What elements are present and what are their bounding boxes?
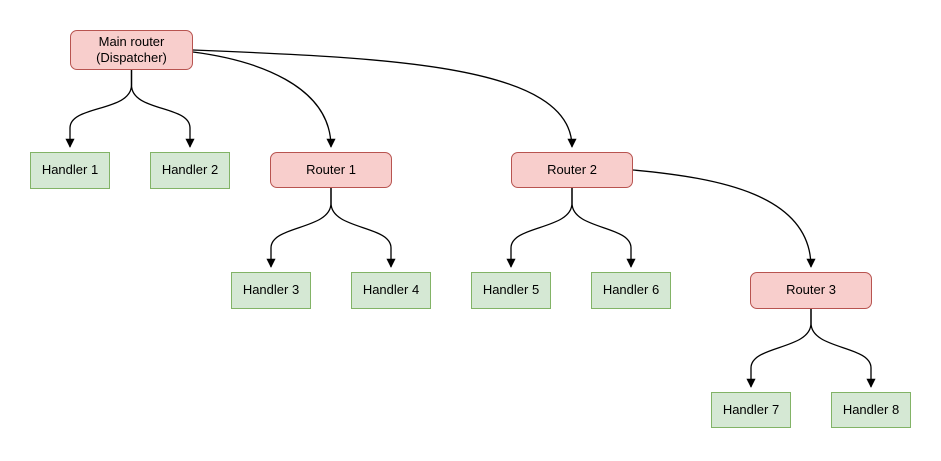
node-handler-4-label: Handler 4 [362,282,420,298]
node-handler-3-label: Handler 3 [242,282,300,298]
node-handler-4: Handler 4 [351,272,431,309]
node-handler-6-label: Handler 6 [602,282,660,298]
edge-router-2-to-handler-6 [571,188,636,268]
node-router-1: Router 1 [270,152,392,188]
node-router-2-label: Router 2 [547,161,597,177]
node-router-3-label: Router 3 [786,282,836,298]
node-handler-2: Handler 2 [150,152,230,189]
edge-router-3-to-handler-8 [810,309,876,388]
edge-router-3-to-handler-7 [746,309,812,388]
node-handler-1-label: Handler 1 [41,162,99,178]
edge-main-router-to-handler-1 [65,70,133,148]
node-main-router-label: Main router (Dispatcher) [96,33,167,65]
edge-router-1-to-handler-4 [330,188,396,268]
node-handler-2-label: Handler 2 [161,162,219,178]
node-main-router: Main router (Dispatcher) [70,30,193,70]
node-handler-3: Handler 3 [231,272,311,309]
node-handler-5-label: Handler 5 [482,282,540,298]
edge-main-router-to-handler-2 [130,70,195,148]
edge-router-2-to-router-3 [632,169,816,268]
node-handler-5: Handler 5 [471,272,551,309]
edge-main-router-to-router-1 [192,51,336,148]
node-router-1-label: Router 1 [306,161,356,177]
edge-main-router-to-router-2 [192,49,577,148]
edge-router-1-to-handler-3 [266,188,332,268]
node-handler-8: Handler 8 [831,392,911,428]
node-handler-7: Handler 7 [711,392,791,428]
node-handler-7-label: Handler 7 [722,401,780,417]
node-router-3: Router 3 [750,272,872,309]
edge-router-2-to-handler-5 [506,188,573,268]
node-router-2: Router 2 [511,152,633,188]
node-handler-6: Handler 6 [591,272,671,309]
node-handler-8-label: Handler 8 [842,401,900,417]
node-handler-1: Handler 1 [30,152,110,189]
